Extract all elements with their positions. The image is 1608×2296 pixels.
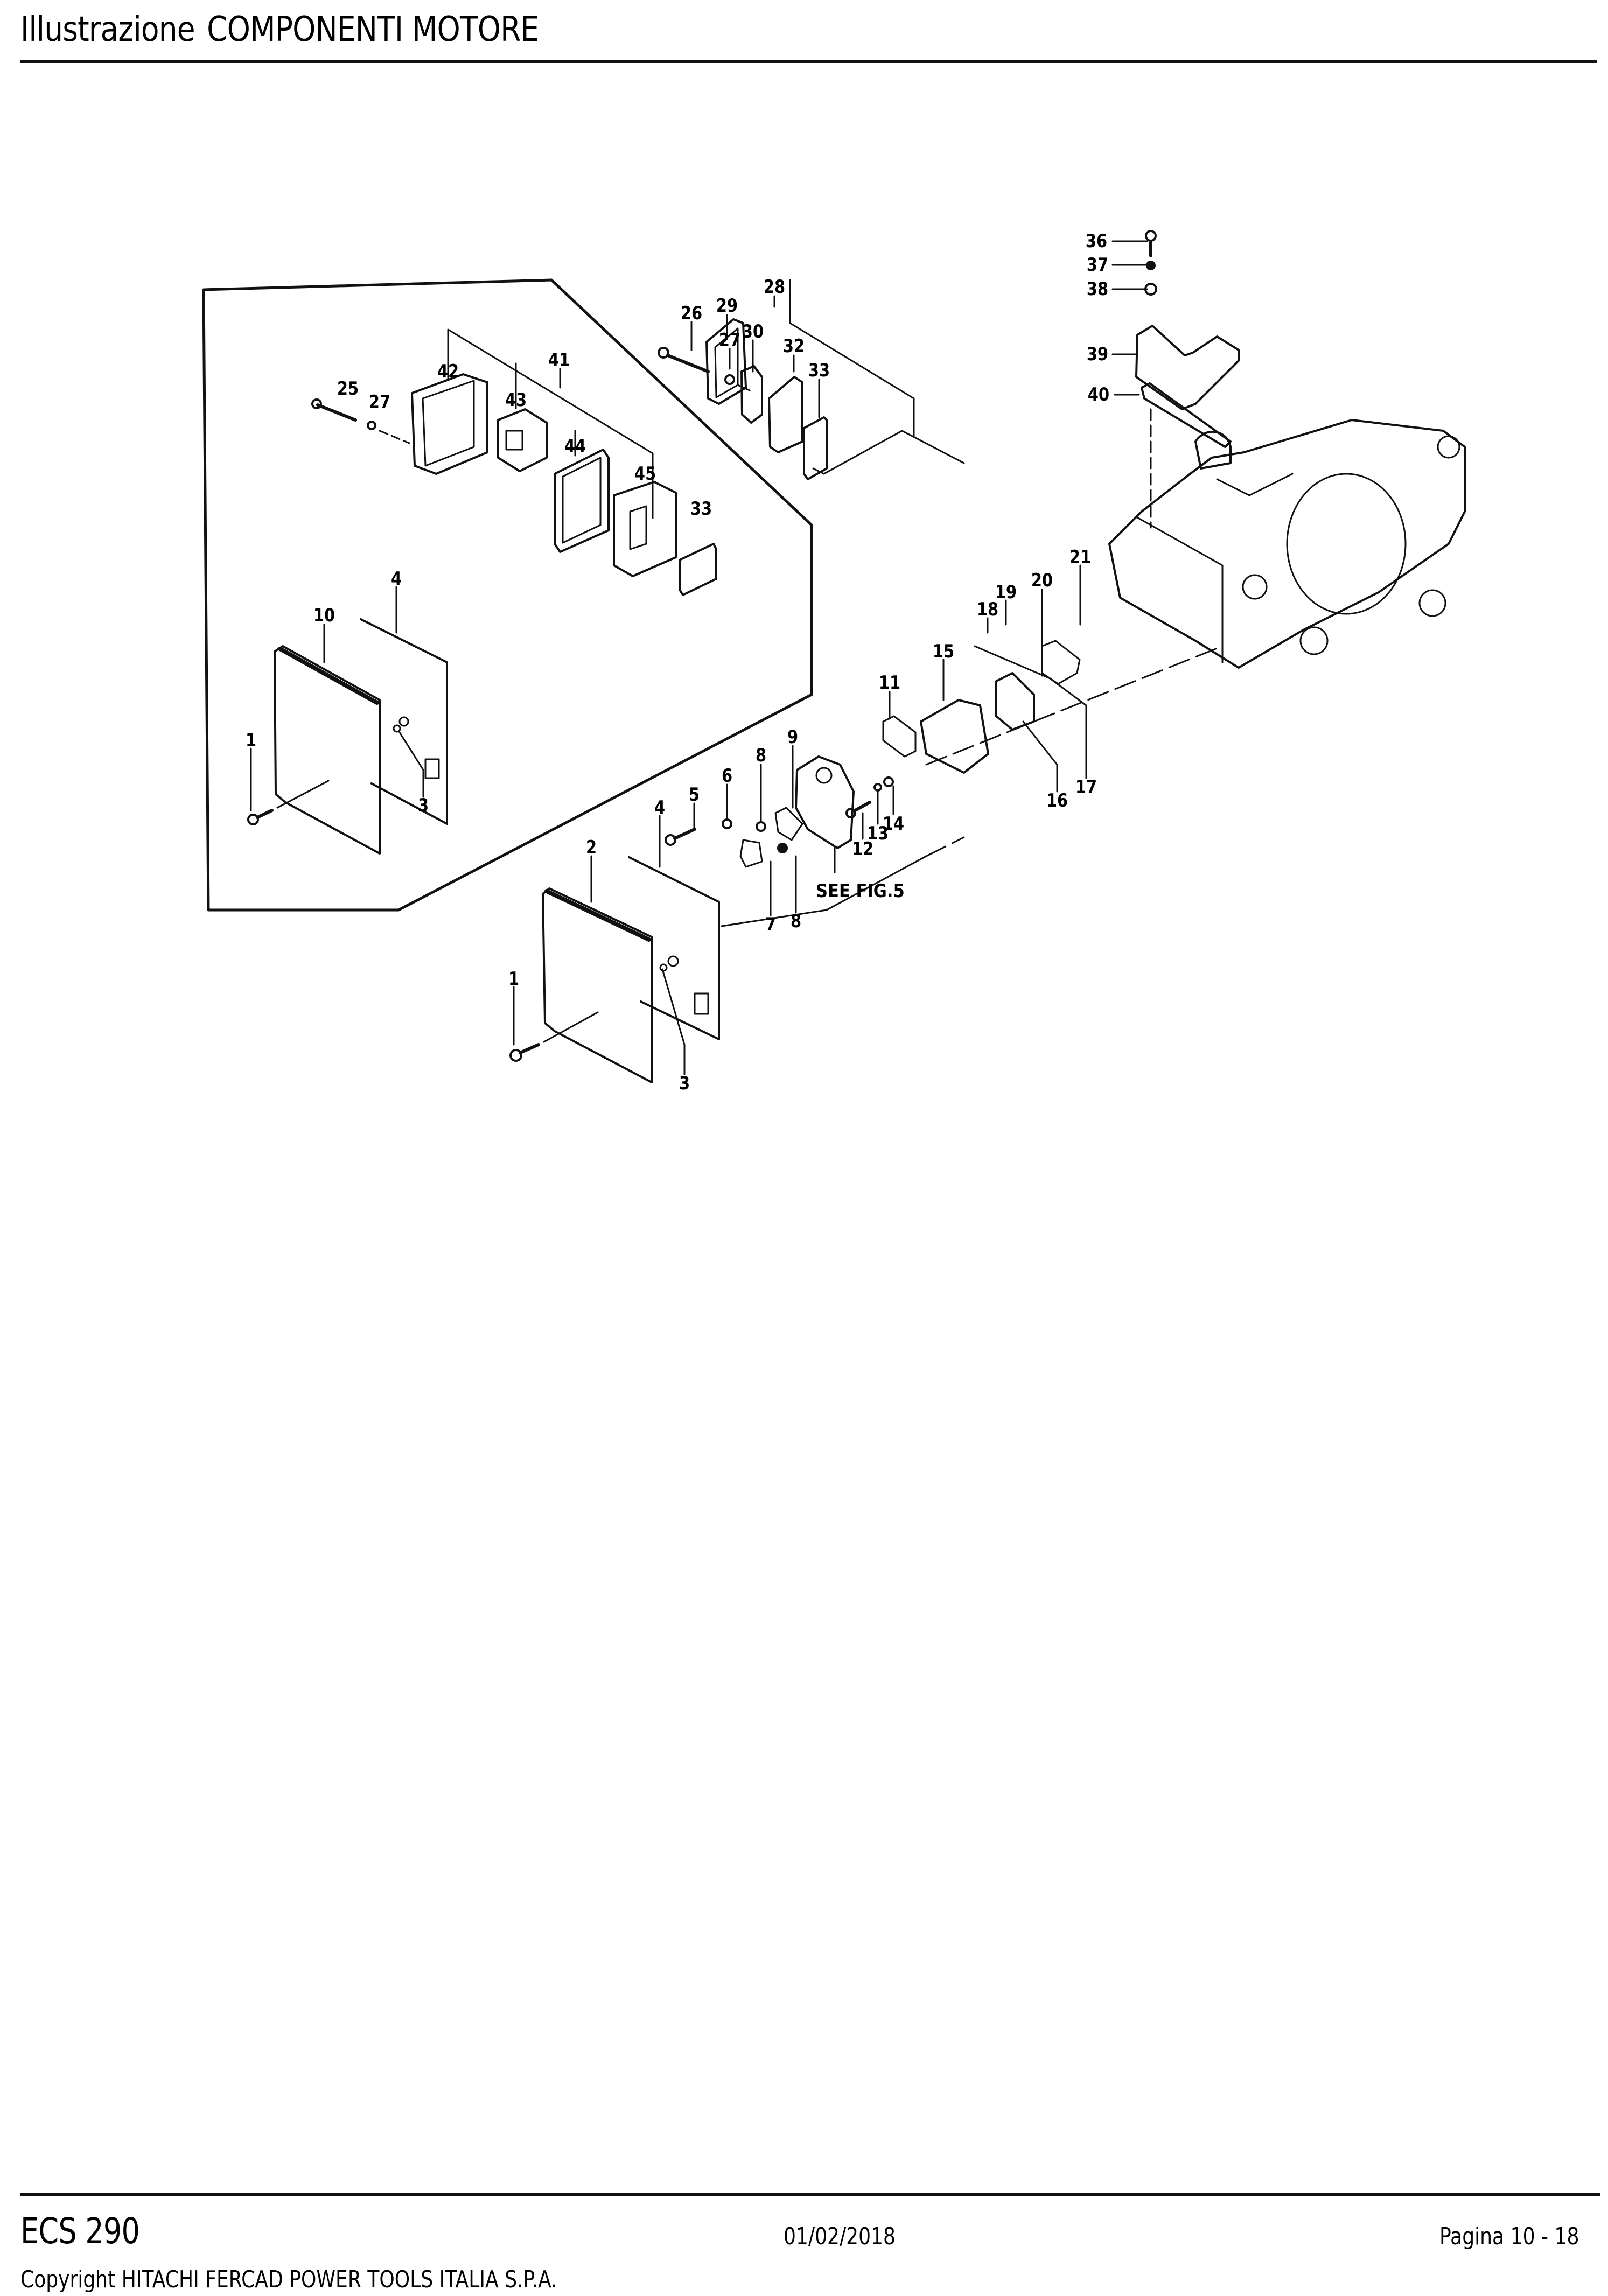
callout-5: 5	[688, 784, 700, 806]
muffler-head-icon	[995, 672, 1035, 731]
callout-18: 18	[976, 599, 999, 620]
callout-14: 14	[882, 813, 905, 835]
callout-12: 12	[851, 838, 874, 860]
air-filter-icon	[542, 887, 653, 1083]
callout-37: 37	[1086, 254, 1109, 276]
cylinder-icon	[920, 699, 989, 774]
callout-44: 44	[564, 436, 586, 457]
callout-30: 30	[742, 321, 764, 342]
callout-29: 29	[716, 295, 738, 317]
callout-21: 21	[1069, 547, 1092, 568]
callout-3: 3	[679, 1073, 690, 1094]
page-number: Pagina 10 - 18	[1439, 2223, 1579, 2250]
callout-33: 33	[808, 360, 830, 381]
air-filter-alt-icon	[274, 645, 381, 855]
gasket-frame-alt-icon	[554, 449, 610, 553]
callout-39: 39	[1086, 344, 1109, 365]
callout-36: 36	[1085, 230, 1108, 252]
callout-27: 27	[718, 330, 741, 351]
carburetor-icon	[795, 755, 855, 849]
callout-9: 9	[787, 726, 799, 748]
callout-32: 32	[782, 335, 805, 357]
filter-base-icon	[768, 376, 803, 453]
callout-3: 3	[417, 795, 429, 816]
callout-13: 13	[866, 823, 889, 844]
intake-gasket-icon	[803, 416, 828, 480]
callout-41: 41	[548, 349, 570, 371]
air-filter-cover-alt-icon	[411, 373, 488, 475]
air-filter-cover-icon	[705, 318, 747, 405]
filter-plate-icon	[628, 856, 720, 1040]
intake-gasket-alt-icon	[679, 543, 717, 596]
callout-42: 42	[437, 361, 459, 382]
diagram-linework	[202, 230, 1466, 1083]
callout-28: 28	[763, 276, 786, 298]
callout-45: 45	[634, 463, 656, 485]
callout-11: 11	[878, 672, 901, 694]
footer-divider	[20, 2193, 1600, 2196]
alternate-kit-boundary	[202, 278, 813, 912]
callout-27: 27	[368, 391, 391, 413]
callout-20: 20	[1031, 570, 1053, 591]
filter-element-alt-icon	[497, 408, 548, 472]
lever-9-icon	[774, 807, 803, 841]
filter-plate-alt-icon	[360, 618, 448, 825]
bracket-39-icon	[1135, 325, 1240, 410]
callout-1: 1	[508, 968, 520, 990]
callout-40: 40	[1087, 384, 1110, 405]
filter-element-icon	[740, 365, 763, 424]
see-fig-5-note: SEE FIG.5	[816, 880, 905, 902]
callout-10: 10	[313, 605, 335, 626]
document-date: 01/02/2018	[784, 2223, 896, 2250]
choke-7-icon	[739, 839, 763, 868]
exploded-parts-diagram: SEE FIG.5 1 10 4 3 25 27 42 43 41 44 45 …	[0, 0, 1608, 1131]
callout-6: 6	[721, 765, 733, 787]
callout-19: 19	[995, 582, 1017, 603]
filter-base-alt-icon	[613, 481, 677, 577]
callout-17: 17	[1075, 776, 1097, 798]
callout-4: 4	[654, 797, 666, 818]
illustration-title: COMPONENTI MOTORE	[207, 10, 539, 50]
header-divider	[20, 60, 1597, 63]
model-name: ECS 290	[20, 2210, 140, 2252]
callout-33: 33	[690, 498, 712, 520]
callout-16: 16	[1046, 790, 1068, 811]
callout-38: 38	[1086, 278, 1109, 300]
callout-8: 8	[790, 911, 802, 932]
callout-8: 8	[755, 745, 767, 766]
illustration-label: Illustrazione	[20, 10, 195, 50]
callout-2: 2	[585, 837, 597, 858]
callout-7: 7	[765, 914, 777, 935]
crankcase-icon	[1108, 419, 1466, 669]
page-title: Illustrazione COMPONENTI MOTORE	[20, 10, 539, 50]
callout-43: 43	[505, 389, 527, 411]
intake-11-icon	[882, 715, 917, 758]
callout-1: 1	[245, 730, 257, 751]
copyright-notice: Copyright HITACHI FERCAD POWER TOOLS ITA…	[20, 2266, 557, 2293]
plate-40-icon	[1141, 382, 1232, 448]
callout-26: 26	[680, 303, 703, 324]
callout-25: 25	[337, 378, 359, 400]
callout-15: 15	[932, 641, 955, 662]
callout-4: 4	[390, 568, 402, 590]
